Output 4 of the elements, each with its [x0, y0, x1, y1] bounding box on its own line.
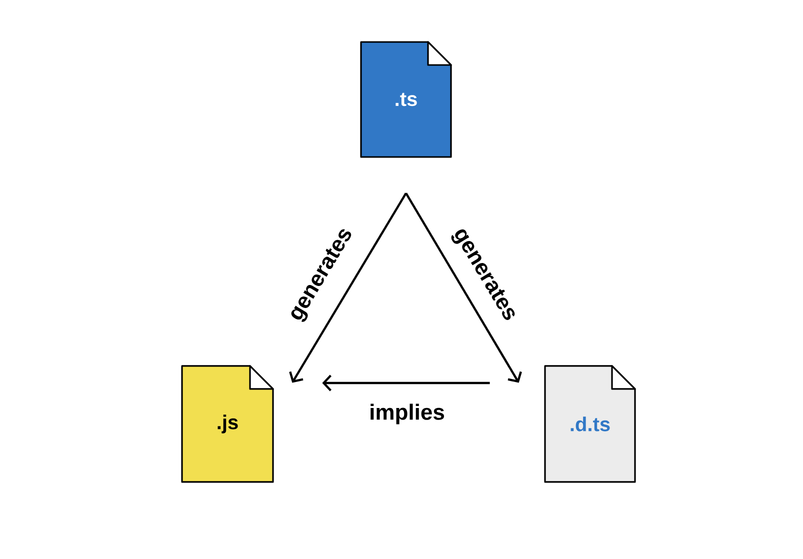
edge-label: implies [370, 404, 444, 424]
arrow [289, 192, 407, 383]
arrow [322, 374, 490, 392]
arrow [405, 192, 522, 383]
